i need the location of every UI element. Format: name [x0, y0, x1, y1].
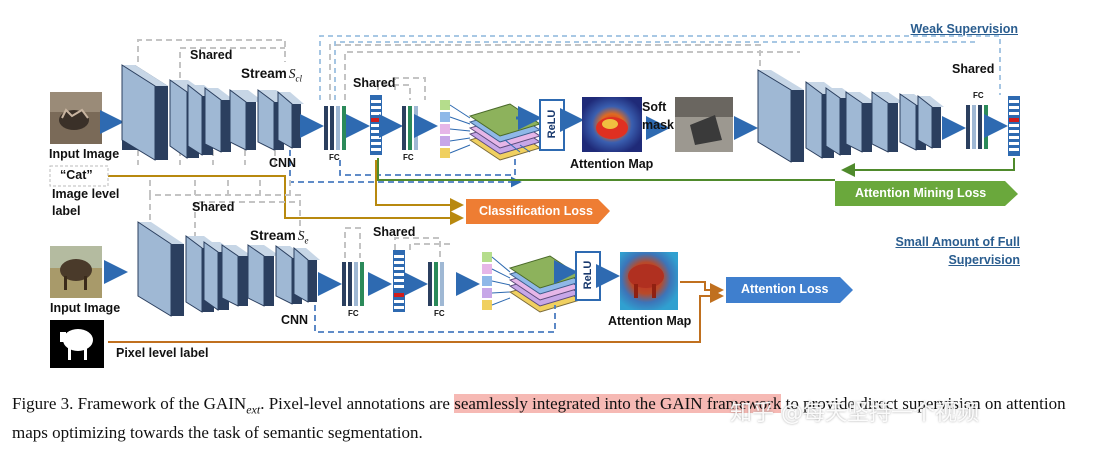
pixel-level-label: Pixel level label	[116, 346, 209, 360]
image-level-label: Image level label	[52, 187, 120, 218]
caption-highlight: seamlessly integrated into the GAIN fram…	[454, 394, 782, 413]
feature-maps-bottom	[508, 255, 582, 313]
fc-label-bottom-1: FC	[348, 309, 359, 318]
attention-mining-loss-arrow	[835, 181, 1018, 206]
shared-label-bottom-cnn: Shared	[192, 200, 235, 214]
cnn-label-bottom: CNN	[281, 313, 309, 327]
fc-block-right	[966, 105, 988, 149]
mining-loss-line-a	[841, 158, 1015, 177]
top-blue-dashes	[319, 35, 1001, 100]
attention-loss-line-b	[108, 289, 724, 343]
fc-block-top-2	[402, 106, 418, 150]
feature-fan-top	[449, 104, 471, 154]
fc-label-top-2: FC	[403, 153, 414, 162]
relu-label-top: ReLU	[546, 109, 558, 139]
mining-loss-line-b	[377, 158, 835, 181]
attention-loss-arrow	[726, 277, 853, 303]
input-image-label-top: Input Image	[49, 147, 120, 161]
attention-map-bottom	[620, 252, 678, 310]
vector-right	[1008, 96, 1020, 156]
bottom-dashed-return	[314, 305, 556, 333]
watermark: 知乎 @每天坚持一个视频	[730, 401, 979, 426]
attention-map-label-top: Attention Map	[570, 157, 654, 171]
classification-loss-label: Classification Loss	[479, 204, 593, 218]
top-shared-dashes	[137, 39, 800, 165]
stream-e-subscript: e	[304, 235, 309, 246]
attention-loss-label: Attention Loss	[741, 282, 829, 296]
cat-label: “Cat”	[60, 168, 93, 182]
relu-label-bottom: ReLU	[582, 260, 594, 290]
shared-label-top-fc: Shared	[353, 76, 396, 90]
classification-line-b	[375, 160, 464, 212]
fc-block-bottom-1	[342, 262, 364, 306]
stream-cl-subscript: cl	[295, 73, 303, 84]
fc-label-right: FC	[973, 91, 984, 100]
cat-label-box	[49, 165, 109, 187]
stream-e-symbol: S	[297, 228, 305, 243]
cnn-stack-bottom	[137, 221, 320, 317]
shared-label-bottom-fc: Shared	[373, 225, 416, 239]
shared-label-top-cnn: Shared	[190, 48, 233, 62]
caption-ext: ext	[246, 402, 261, 417]
cnn-label-top: CNN	[269, 156, 297, 170]
fc-block-bottom-2	[428, 262, 444, 306]
input-image-bottom	[50, 246, 102, 298]
cnn-stack-top	[121, 64, 304, 161]
input-image-top	[50, 92, 102, 144]
fc-label-bottom-2: FC	[434, 309, 445, 318]
classification-line-a	[95, 175, 464, 225]
vector-bottom-1	[393, 250, 405, 312]
class-vector-bottom	[482, 252, 492, 310]
bottom-shared-dashes	[149, 180, 450, 258]
caption-part2: . Pixel-level annotations are	[260, 394, 455, 413]
class-vector-top	[440, 100, 450, 158]
fc-block-top-1	[324, 106, 346, 150]
pixel-level-label-image	[50, 320, 104, 368]
cnn-stack-right	[757, 69, 944, 163]
shared-label-top-right: Shared	[952, 62, 995, 76]
attention-map-label-bottom: Attention Map	[608, 314, 692, 328]
attention-map-top	[582, 97, 642, 152]
weak-supervision-link: Weak Supervision	[910, 22, 1018, 36]
vector-top-1	[370, 95, 382, 155]
fc-label-top-1: FC	[329, 153, 340, 162]
stream-e-text: Stream	[250, 228, 296, 243]
figure-caption: Figure 3. Framework of the GAINext. Pixe…	[12, 392, 1086, 444]
gain-framework-diagram	[49, 35, 1020, 368]
caption-part3: to provide direct supervision on attenti…	[12, 394, 1066, 443]
small-amount-supervision-link: Small Amount of Full Supervision	[895, 235, 1020, 267]
classification-loss-arrow	[466, 199, 610, 224]
attention-mining-loss-label: Attention Mining Loss	[855, 186, 987, 200]
stream-cl-symbol: S	[288, 66, 296, 81]
stream-cl-text: Stream	[241, 66, 287, 81]
input-image-label-bottom: Input Image	[50, 301, 121, 315]
attention-loss-line-a	[680, 281, 724, 297]
soft-mask-label: Soft mask	[642, 100, 674, 132]
soft-mask-image	[675, 97, 733, 152]
caption-part1: Figure 3. Framework of the GAIN	[12, 394, 247, 413]
